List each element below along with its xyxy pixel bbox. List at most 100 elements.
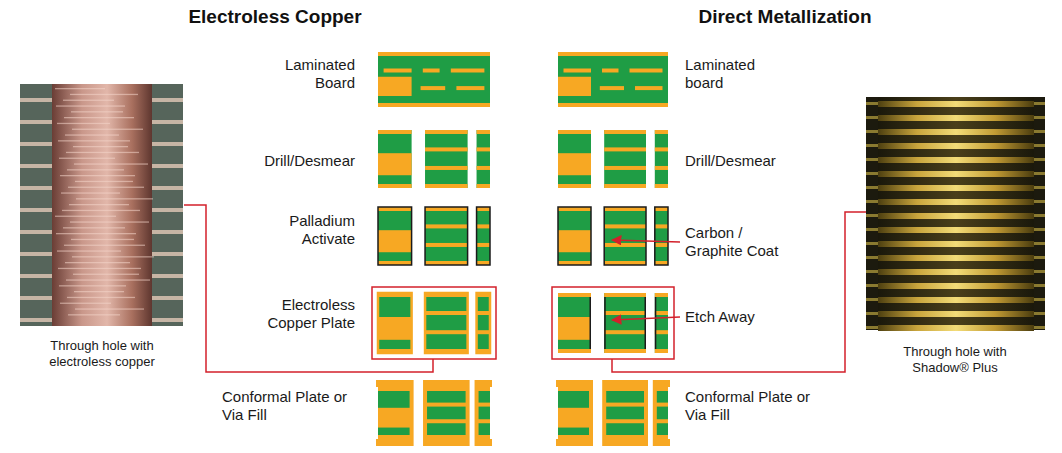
plated-copper	[602, 387, 606, 439]
board-cross-section	[376, 380, 492, 446]
step-label: Electroless Copper Plate	[255, 296, 355, 332]
layer-edge	[866, 186, 878, 189]
board-cross-section	[378, 207, 490, 265]
copper-streak	[70, 94, 138, 95]
laminate	[558, 387, 591, 439]
laminate	[477, 130, 490, 188]
step-label: Etch Away	[685, 308, 795, 326]
layer-edge	[866, 172, 878, 175]
copper-layer	[655, 166, 668, 170]
copper-layer	[604, 293, 646, 297]
conductive-coat	[558, 207, 591, 265]
copper-layer	[655, 330, 668, 334]
conductive-coat	[604, 207, 646, 265]
highlight-box	[372, 287, 496, 359]
layer-edge	[866, 228, 878, 231]
layer-edge	[1034, 144, 1045, 147]
board-cross-section	[558, 293, 668, 353]
plated-copper	[410, 387, 414, 439]
copper-streak	[58, 268, 141, 269]
layer-edge	[1034, 186, 1045, 189]
copper-streak	[72, 256, 154, 257]
copper-streak	[63, 227, 125, 228]
layer-edge	[1034, 102, 1045, 105]
copper-pad	[558, 408, 591, 428]
photo-shadow-hole	[866, 97, 1045, 331]
laminate	[655, 293, 668, 353]
gold-ring	[878, 199, 1034, 205]
copper-layer	[477, 403, 490, 407]
laminate	[604, 293, 646, 353]
plated-copper	[602, 380, 648, 387]
photo-background	[866, 97, 1045, 330]
copper-layer	[655, 311, 668, 315]
gold-ring	[878, 213, 1034, 219]
step-label: Drill/Desmear	[240, 152, 355, 170]
copper-streak	[72, 129, 143, 130]
gold-ring	[878, 185, 1034, 191]
layer-edge	[1034, 326, 1045, 329]
copper-streak	[71, 111, 123, 112]
layer-edge	[866, 102, 878, 105]
copper-streak	[55, 216, 116, 217]
hole-wall	[52, 84, 152, 326]
highlight-box	[552, 287, 674, 359]
layer-edge	[1034, 158, 1045, 161]
plated-copper	[589, 387, 593, 439]
copper-layer	[635, 86, 663, 90]
board-cross-section	[558, 52, 668, 107]
laminate	[477, 293, 490, 353]
copper-layer	[425, 224, 468, 228]
leader-line	[184, 205, 433, 372]
layer-edge	[1034, 256, 1045, 259]
gold-ring	[878, 101, 1034, 107]
gold-ring	[878, 297, 1034, 303]
layer-edge	[866, 298, 878, 301]
layer-edge	[1034, 312, 1045, 315]
copper-streak	[70, 221, 149, 222]
copper-streak	[67, 169, 124, 170]
copper-layer	[477, 166, 490, 170]
copper-layer	[477, 435, 490, 439]
copper-layer	[378, 435, 412, 439]
copper-layer	[602, 69, 619, 73]
copper-streak	[55, 88, 105, 89]
layer-edge	[1034, 228, 1045, 231]
copper-layer	[425, 403, 468, 407]
layer-edge	[1034, 242, 1045, 245]
copper-streak	[57, 250, 121, 251]
copper-layer	[604, 311, 646, 315]
copper-layer	[604, 330, 646, 334]
hole-wall	[878, 97, 1034, 330]
layer-edge	[866, 144, 878, 147]
gold-ring	[878, 143, 1034, 149]
plated-copper	[653, 439, 670, 446]
laminate	[655, 207, 668, 265]
copper-layer	[477, 184, 490, 188]
copper-layer	[477, 330, 490, 334]
gold-ring	[878, 283, 1034, 289]
copper-layer	[378, 184, 412, 188]
layer-edge	[1034, 214, 1045, 217]
copper-pad	[378, 317, 412, 340]
layer-edge	[866, 200, 878, 203]
gold-ring	[878, 269, 1034, 275]
layer-edge	[866, 242, 878, 245]
photo-electroless-hole	[20, 84, 183, 326]
board-cross-section	[378, 130, 490, 188]
laminate	[558, 293, 591, 353]
layer-edge	[1034, 130, 1045, 133]
layer-edge	[1034, 270, 1045, 273]
copper-layer	[604, 419, 646, 423]
copper-layer	[604, 349, 646, 353]
copper-layer	[655, 224, 668, 228]
laminate	[378, 207, 412, 265]
plated-copper	[602, 439, 648, 446]
photo-caption-box: Through hole with Shadow® Plus	[880, 342, 1030, 381]
copper-pad	[378, 77, 412, 96]
copper-streak	[71, 239, 134, 240]
layer-edge	[1034, 116, 1045, 119]
layer-edge	[1034, 172, 1045, 175]
column-heading: Direct Metallization	[670, 6, 900, 29]
